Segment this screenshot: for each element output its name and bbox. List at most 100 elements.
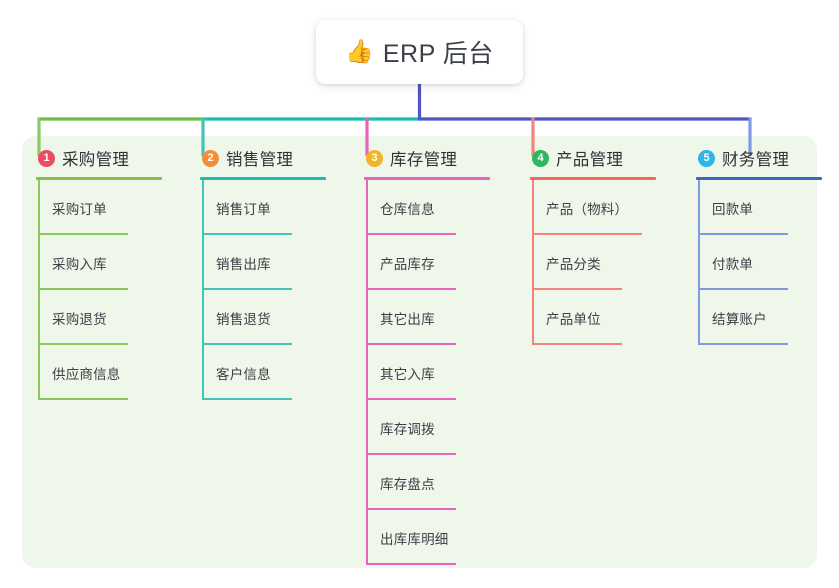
column-header-underline <box>200 177 326 180</box>
list-item-label: 其它出库 <box>380 312 435 327</box>
column-badge-icon: 5 <box>698 149 715 167</box>
root-node-erp-backend[interactable]: 👍 ERP 后台 <box>316 20 523 84</box>
list-item-label: 出库库明细 <box>380 532 449 547</box>
list-item-underline <box>366 563 456 565</box>
column-header-1[interactable]: 1 采购管理 <box>22 136 182 180</box>
list-item[interactable]: 仓库信息 <box>350 180 510 235</box>
column-header-underline <box>530 177 656 180</box>
column-title: 销售管理 <box>226 151 294 169</box>
list-item[interactable]: 销售出库 <box>186 235 346 290</box>
column-title: 财务管理 <box>722 151 790 169</box>
list-item-underline <box>698 233 788 235</box>
column-header-2[interactable]: 2 销售管理 <box>186 136 346 180</box>
list-item-label: 采购退货 <box>52 312 107 327</box>
columns-container: 1 采购管理采购订单采购入库采购退货供应商信息 2 销售管理销售订单销售出库销售退货客… <box>22 136 822 568</box>
list-item[interactable]: 出库库明细 <box>350 510 510 565</box>
list-item[interactable]: 库存调拨 <box>350 400 510 455</box>
list-item[interactable]: 采购订单 <box>22 180 182 235</box>
list-item-underline <box>366 343 456 345</box>
column-item-list: 产品（物料） 产品分类产品单位 <box>516 180 676 345</box>
column-header-underline <box>36 177 162 180</box>
list-item-underline <box>202 233 292 235</box>
column-item-list: 采购订单采购入库采购退货供应商信息 <box>22 180 182 400</box>
column-header-3[interactable]: 3 库存管理 <box>350 136 510 180</box>
column-5: 5 财务管理回款单付款单结算账户 <box>682 136 839 345</box>
list-item[interactable]: 回款单 <box>682 180 839 235</box>
list-item-underline <box>698 343 788 345</box>
list-item-label: 库存盘点 <box>380 477 435 492</box>
column-2: 2 销售管理销售订单销售出库销售退货客户信息 <box>186 136 346 400</box>
list-item-underline <box>202 288 292 290</box>
column-title: 产品管理 <box>556 151 624 169</box>
list-item-label: 付款单 <box>712 257 754 272</box>
list-item-label: 销售出库 <box>216 257 271 272</box>
list-item[interactable]: 采购入库 <box>22 235 182 290</box>
list-item-label: 其它入库 <box>380 367 435 382</box>
column-title: 采购管理 <box>62 151 130 169</box>
list-item[interactable]: 产品库存 <box>350 235 510 290</box>
column-3: 3 库存管理仓库信息产品库存其它出库其它入库库存调拨库存盘点出库库明细 <box>350 136 510 565</box>
list-item[interactable]: 结算账户 <box>682 290 839 345</box>
list-item-label: 产品分类 <box>546 257 601 272</box>
list-item-label: 产品（物料） <box>546 202 629 217</box>
list-item-label: 回款单 <box>712 202 754 217</box>
list-item-underline <box>532 233 642 235</box>
column-item-list: 销售订单销售出库销售退货客户信息 <box>186 180 346 400</box>
column-header-4[interactable]: 4 产品管理 <box>516 136 676 180</box>
list-item-label: 产品库存 <box>380 257 435 272</box>
root-node-title: ERP 后台 <box>382 40 494 68</box>
list-item[interactable]: 库存盘点 <box>350 455 510 510</box>
list-item-underline <box>38 233 128 235</box>
column-title: 库存管理 <box>390 151 458 169</box>
list-item-underline <box>38 398 128 400</box>
column-item-list: 回款单付款单结算账户 <box>682 180 839 345</box>
list-item[interactable]: 付款单 <box>682 235 839 290</box>
diagram-panel-background <box>22 136 817 568</box>
thumbs-up-icon: 👍 <box>345 37 374 64</box>
list-item[interactable]: 销售退货 <box>186 290 346 345</box>
list-item-label: 客户信息 <box>216 367 271 382</box>
list-item-underline <box>366 288 456 290</box>
list-item[interactable]: 客户信息 <box>186 345 346 400</box>
list-item-underline <box>532 343 622 345</box>
column-spine-line <box>698 180 700 345</box>
column-header-underline <box>696 177 822 180</box>
column-item-list: 仓库信息产品库存其它出库其它入库库存调拨库存盘点出库库明细 <box>350 180 510 565</box>
list-item[interactable]: 产品（物料） <box>516 180 676 235</box>
list-item-label: 采购入库 <box>52 257 107 272</box>
list-item-label: 结算账户 <box>712 312 767 327</box>
list-item-label: 库存调拨 <box>380 422 435 437</box>
list-item[interactable]: 产品单位 <box>516 290 676 345</box>
column-4: 4 产品管理产品（物料） 产品分类产品单位 <box>516 136 676 345</box>
list-item-label: 销售退货 <box>216 312 271 327</box>
list-item[interactable]: 产品分类 <box>516 235 676 290</box>
list-item[interactable]: 采购退货 <box>22 290 182 345</box>
list-item-label: 产品单位 <box>546 312 601 327</box>
list-item-label: 供应商信息 <box>52 367 121 382</box>
column-spine-line <box>202 180 204 400</box>
list-item-underline <box>202 343 292 345</box>
column-badge-icon: 4 <box>532 149 549 167</box>
column-header-underline <box>364 177 490 180</box>
column-spine-line <box>366 180 368 565</box>
list-item-underline <box>366 508 456 510</box>
column-header-5[interactable]: 5 财务管理 <box>682 136 839 180</box>
list-item-underline <box>366 398 456 400</box>
list-item[interactable]: 其它出库 <box>350 290 510 345</box>
list-item-label: 仓库信息 <box>380 202 435 217</box>
column-badge-icon: 3 <box>366 149 383 167</box>
list-item-label: 销售订单 <box>216 202 271 217</box>
list-item[interactable]: 销售订单 <box>186 180 346 235</box>
column-spine-line <box>38 180 40 400</box>
column-badge-icon: 1 <box>38 149 55 167</box>
list-item-underline <box>38 343 128 345</box>
list-item-underline <box>366 453 456 455</box>
column-spine-line <box>532 180 534 345</box>
list-item[interactable]: 其它入库 <box>350 345 510 400</box>
list-item-underline <box>698 288 788 290</box>
column-badge-icon: 2 <box>202 149 219 167</box>
list-item[interactable]: 供应商信息 <box>22 345 182 400</box>
list-item-underline <box>532 288 622 290</box>
list-item-underline <box>202 398 292 400</box>
list-item-label: 采购订单 <box>52 202 107 217</box>
